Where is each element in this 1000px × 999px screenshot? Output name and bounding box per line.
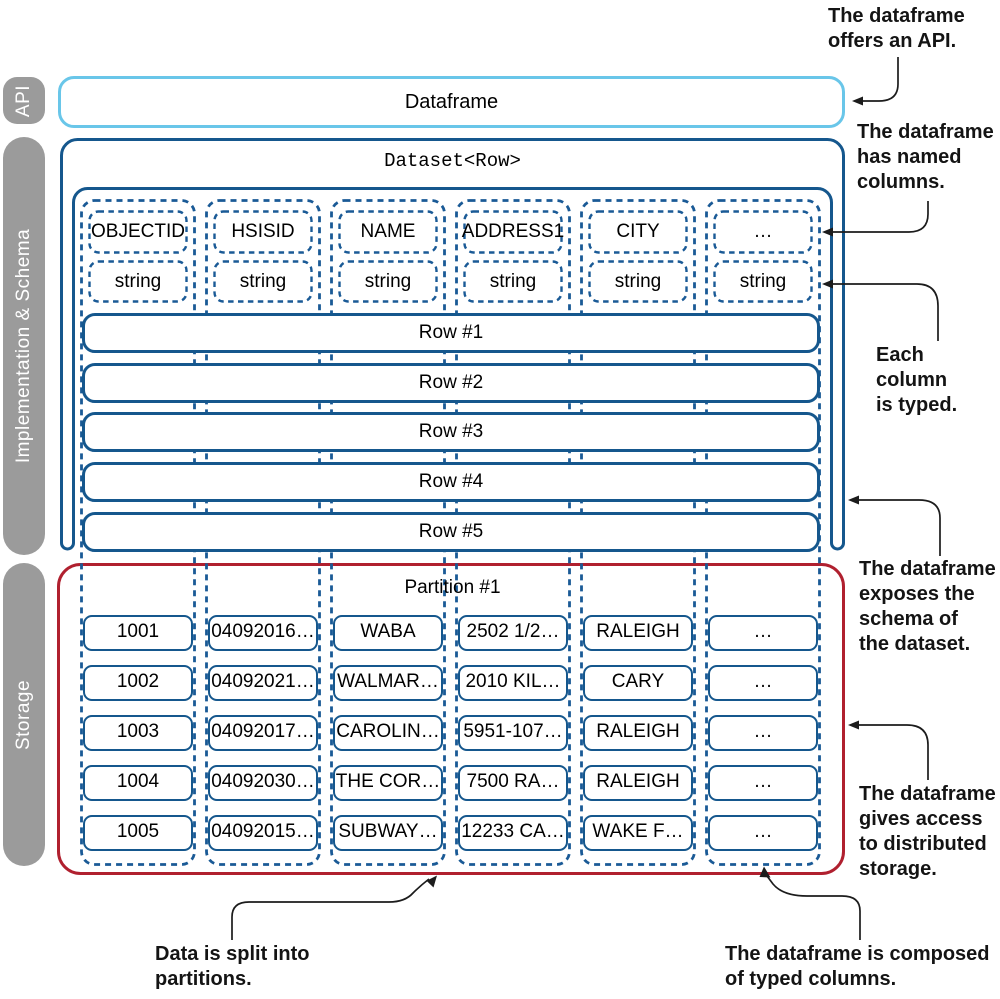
row-bar-4: Row #4 — [82, 462, 820, 502]
cell-r5-city: WAKE F… — [583, 815, 693, 851]
cell-r2-hsisid: 04092021… — [208, 665, 318, 701]
cell-r5-objectid: 1005 — [83, 815, 193, 851]
header-box-5 — [713, 210, 813, 254]
annotation-column-typed: Each column is typed. — [876, 344, 958, 416]
layer-label-storage: Storage — [3, 563, 45, 866]
cell-r4-address1: 7500 RA… — [458, 765, 568, 801]
annotation-named-columns: The dataframe has named columns. — [857, 121, 994, 193]
row-bar-5: Row #5 — [82, 512, 820, 552]
cell-r3-address1: 5951-107… — [458, 715, 568, 751]
row-bar-1: Row #1 — [82, 313, 820, 353]
header-box-3 — [463, 210, 563, 254]
annotation-exposes-schema: The dataframe exposes the schema of the … — [859, 558, 996, 655]
cell-r5-name: SUBWAY… — [333, 815, 443, 851]
partition-box — [57, 563, 845, 875]
cell-r3-city: RALEIGH — [583, 715, 693, 751]
cell-r2-address1: 2010 KIL… — [458, 665, 568, 701]
column-name-address1: ADDRESS1 — [461, 221, 565, 242]
layer-label-storage-text: Storage — [13, 679, 34, 750]
row-bar-3: Row #3 — [82, 412, 820, 452]
column-type-3: string — [489, 271, 537, 292]
column-type-4: string — [614, 271, 662, 292]
cell-r1-city: RALEIGH — [583, 615, 693, 651]
cell-r4-city: RALEIGH — [583, 765, 693, 801]
column-name-city: CITY — [616, 221, 660, 242]
column-type-boxes — [88, 260, 813, 303]
cell-r1-hsisid: 04092016… — [208, 615, 318, 651]
annotation-composed-columns: The dataframe is composed of typed colum… — [725, 943, 990, 990]
row-bar-2: Row #2 — [82, 363, 820, 403]
type-box-4 — [588, 260, 688, 303]
header-box-1 — [213, 210, 313, 254]
arrow-offers-api — [855, 57, 899, 102]
cell-r3-name: CAROLIN… — [333, 715, 443, 751]
column-type-5: string — [739, 271, 787, 292]
cell-r2-objectid: 1002 — [83, 665, 193, 701]
cell-r4-name: THE COR… — [333, 765, 443, 801]
cell-r2-city: CARY — [583, 665, 693, 701]
arrowhead-exposes-schema — [848, 495, 859, 505]
arrowheads — [426, 96, 863, 888]
header-box-2 — [338, 210, 438, 254]
type-box-0 — [88, 260, 188, 303]
cell-r3-hsisid: 04092017… — [208, 715, 318, 751]
dataframe-box: Dataframe — [58, 76, 845, 128]
arrowhead-composed-columns — [759, 866, 771, 878]
type-box-3 — [463, 260, 563, 303]
cell-r2-name: WALMAR… — [333, 665, 443, 701]
annotation-distributed-storage: The dataframe gives access to distribute… — [859, 783, 996, 880]
cell-r4-objectid: 1004 — [83, 765, 193, 801]
header-box-4 — [588, 210, 688, 254]
cell-r3-more: … — [708, 715, 818, 751]
cell-r4-hsisid: 04092030… — [208, 765, 318, 801]
cell-r5-hsisid: 04092015… — [208, 815, 318, 851]
arrow-column-typed — [825, 283, 939, 341]
column-type-2: string — [364, 271, 412, 292]
header-box-0 — [88, 210, 188, 254]
arrowhead-split-partitions — [426, 875, 437, 888]
annotation-offers-api: The dataframe offers an API. — [828, 5, 965, 52]
cell-r1-address1: 2502 1/2… — [458, 615, 568, 651]
arrowhead-column-typed — [822, 279, 833, 289]
arrowhead-distributed-storage — [848, 720, 859, 730]
dataset-title: Dataset<Row> — [384, 150, 521, 172]
cell-r5-address1: 12233 CA… — [458, 815, 568, 851]
arrow-named-columns — [825, 201, 929, 233]
column-type-0: string — [114, 271, 162, 292]
column-type-1: string — [239, 271, 287, 292]
column-name-ellipsis: … — [753, 221, 773, 242]
callout-arrows — [231, 57, 941, 940]
cell-r5-more: … — [708, 815, 818, 851]
cell-r4-more: … — [708, 765, 818, 801]
arrow-split-partitions — [231, 878, 430, 940]
type-box-1 — [213, 260, 313, 303]
arrowhead-offers-api — [852, 96, 863, 106]
arrow-exposes-schema — [851, 499, 941, 556]
arrowhead-named-columns — [822, 227, 833, 237]
dataset-container-outline — [60, 138, 845, 551]
cell-r1-more: … — [708, 615, 818, 651]
cell-r3-objectid: 1003 — [83, 715, 193, 751]
column-outline-0 — [80, 199, 196, 866]
column-name-objectid: OBJECTID — [91, 221, 185, 242]
annotation-split-partitions: Data is split into partitions. — [155, 943, 310, 990]
type-box-5 — [713, 260, 813, 303]
arrow-distributed-storage — [851, 724, 929, 780]
layer-label-implementation-schema-text: Implementation & Schema — [13, 228, 34, 464]
arrow-composed-columns — [766, 875, 861, 940]
layer-label-api: API — [3, 77, 45, 124]
cell-r1-name: WABA — [333, 615, 443, 651]
layer-label-api-text: API — [13, 84, 34, 117]
layer-label-implementation-schema: Implementation & Schema — [3, 137, 45, 555]
type-box-2 — [338, 260, 438, 303]
cell-r2-more: … — [708, 665, 818, 701]
cell-r1-objectid: 1001 — [83, 615, 193, 651]
column-name-hsisid: HSISID — [231, 221, 295, 242]
column-name-name: NAME — [360, 221, 416, 242]
column-name-boxes — [88, 210, 813, 254]
partition-title: Partition #1 — [404, 577, 501, 598]
